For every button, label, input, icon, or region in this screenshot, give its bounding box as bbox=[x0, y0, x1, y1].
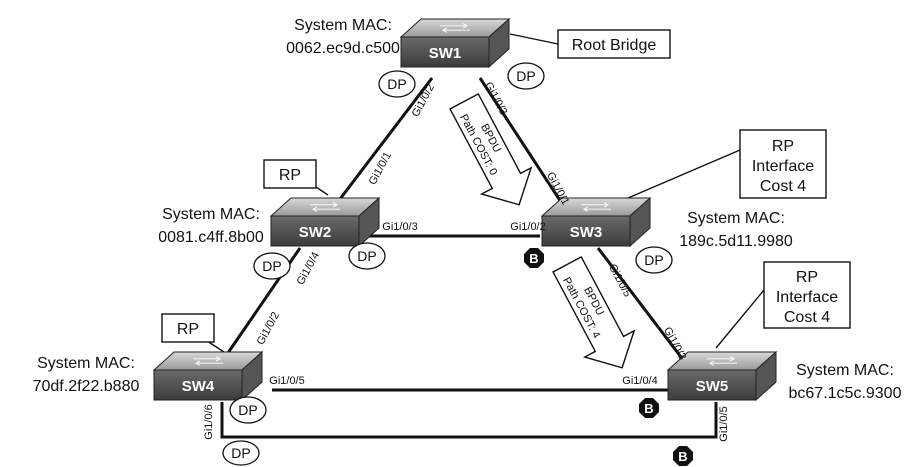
blocked-label: B bbox=[529, 251, 538, 266]
sw3-name: SW3 bbox=[570, 224, 603, 241]
sw2-rp-callout-leader bbox=[315, 186, 329, 196]
blocked-badge-sw5-lower: B bbox=[673, 446, 693, 466]
sw3-mac: 189c.5d11.9980 bbox=[679, 233, 793, 250]
dp-badge-sw1-right: DP bbox=[507, 62, 545, 90]
sw3-mac-caption: System MAC: bbox=[687, 210, 785, 227]
mac-label-sw1: System MAC: 0062.ec9d.c500 bbox=[286, 17, 400, 57]
sw1-name: SW1 bbox=[429, 45, 462, 62]
port-sw4-gi105: Gi1/0/5 bbox=[269, 375, 304, 387]
dp-badge-sw1-left: DP bbox=[378, 70, 416, 98]
port-sw2-gi104: Gi1/0/4 bbox=[295, 250, 322, 287]
sw2-rp-callout: RP bbox=[263, 159, 317, 189]
sw5-rp-line-2: Interface bbox=[776, 289, 838, 306]
blocked-badge-sw3: B bbox=[524, 248, 544, 268]
sw3-rp-callout-leader bbox=[627, 149, 741, 199]
port-sw4-gi102: Gi1/0/2 bbox=[255, 310, 282, 347]
port-sw5-gi103: Gi1/0/3 bbox=[661, 325, 688, 362]
dp-badge-sw4-bottom: DP bbox=[222, 440, 260, 466]
sw4-rp-label: RP bbox=[177, 321, 199, 338]
dp-label: DP bbox=[387, 76, 406, 92]
sw5-name: SW5 bbox=[696, 378, 729, 395]
sw5-rp-line-3: Cost 4 bbox=[784, 309, 830, 326]
root-bridge-callout: Root Bridge bbox=[557, 29, 671, 59]
sw3-rp-line-3: Cost 4 bbox=[760, 178, 806, 195]
blocked-label: B bbox=[678, 449, 687, 464]
blocked-badge-sw5-upper: B bbox=[639, 398, 659, 418]
sw4-rp-callout: RP bbox=[161, 313, 215, 343]
dp-label: DP bbox=[231, 445, 250, 461]
dp-badge-sw2-right: DP bbox=[348, 242, 386, 270]
sw5-rp-callout-leader bbox=[715, 289, 765, 349]
port-sw2-gi101: Gi1/0/1 bbox=[367, 150, 394, 187]
dp-label: DP bbox=[238, 402, 257, 418]
port-sw3-gi102: Gi1/0/2 bbox=[510, 221, 545, 233]
sw5-rp-line-1: RP bbox=[796, 269, 818, 286]
sw4-mac-caption: System MAC: bbox=[37, 355, 135, 372]
sw2-name: SW2 bbox=[299, 224, 332, 241]
port-sw3-gi105: Gi1/0/5 bbox=[606, 262, 633, 299]
switch-sw2: SW2 bbox=[269, 196, 381, 248]
sw1-mac-caption: System MAC: bbox=[294, 17, 392, 34]
dp-label: DP bbox=[516, 68, 535, 84]
dp-label: DP bbox=[644, 252, 663, 268]
dp-label: DP bbox=[262, 258, 281, 274]
switch-sw1: SW1 bbox=[399, 17, 511, 69]
sw3-rp-callout: RP Interface Cost 4 bbox=[739, 129, 827, 199]
sw5-mac: bc67.1c5c.9300 bbox=[789, 385, 902, 402]
port-sw2-gi103: Gi1/0/3 bbox=[382, 221, 417, 233]
mac-label-sw3: System MAC: 189c.5d11.9980 bbox=[679, 210, 793, 250]
sw4-mac: 70df.2f22.b880 bbox=[33, 378, 140, 395]
port-sw4-gi106: Gi1/0/6 bbox=[203, 404, 215, 439]
bpdu-arrow-2: BPDU Path COST: 4 bbox=[552, 255, 636, 369]
root-callout-leader bbox=[509, 33, 559, 45]
sw5-rp-callout: RP Interface Cost 4 bbox=[763, 261, 851, 329]
sw1-mac: 0062.ec9d.c500 bbox=[286, 40, 400, 57]
sw5-mac-caption: System MAC: bbox=[796, 362, 894, 379]
sw2-mac-caption: System MAC: bbox=[162, 206, 260, 223]
mac-label-sw5: System MAC: bc67.1c5c.9300 bbox=[789, 362, 902, 402]
dp-badge-sw3: DP bbox=[635, 246, 673, 274]
dp-badge-sw4-right: DP bbox=[229, 396, 267, 424]
dp-badge-sw2-bottom: DP bbox=[253, 252, 291, 280]
link-sw4-sw5-lower bbox=[220, 402, 718, 439]
sw3-rp-line-1: RP bbox=[772, 138, 794, 155]
mac-label-sw4: System MAC: 70df.2f22.b880 bbox=[33, 355, 140, 395]
switch-sw5: SW5 bbox=[666, 350, 778, 402]
port-sw5-gi104: Gi1/0/4 bbox=[622, 375, 657, 387]
blocked-label: B bbox=[644, 401, 653, 416]
dp-label: DP bbox=[357, 248, 376, 264]
root-bridge-label: Root Bridge bbox=[572, 37, 657, 54]
switch-sw4: SW4 bbox=[152, 350, 264, 402]
sw2-rp-label: RP bbox=[279, 167, 301, 184]
sw2-mac: 0081.c4ff.8b00 bbox=[158, 229, 264, 246]
sw3-rp-line-2: Interface bbox=[752, 158, 814, 175]
port-sw5-gi105: Gi1/0/5 bbox=[718, 406, 730, 441]
sw4-name: SW4 bbox=[182, 378, 215, 395]
mac-label-sw2: System MAC: 0081.c4ff.8b00 bbox=[158, 206, 264, 246]
switch-sw3: SW3 bbox=[540, 196, 652, 248]
